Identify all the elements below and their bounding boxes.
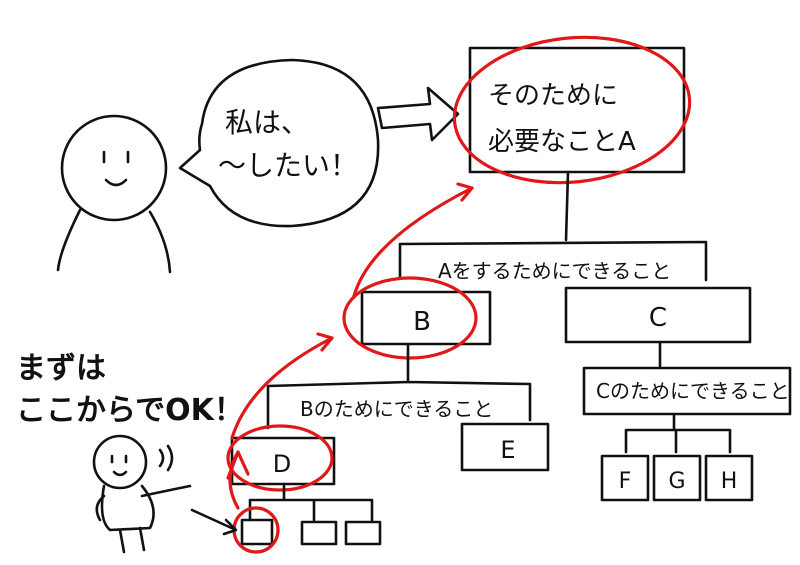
- speech-bubble: 私は、 〜したい！: [178, 58, 380, 228]
- child-box-2: [300, 520, 338, 546]
- node-c-box: [564, 286, 752, 344]
- person-eyes: [102, 150, 130, 164]
- caption-c: Cのためにできること: [596, 379, 790, 403]
- person-body: [56, 208, 172, 274]
- node-d-label: D: [273, 450, 291, 478]
- node-b-label: B: [413, 307, 431, 337]
- connector-b: [266, 342, 532, 430]
- arrow-to-goal-icon: [376, 86, 460, 142]
- node-h-label: H: [721, 469, 738, 494]
- node-c: C: [564, 286, 752, 344]
- node-f-label: F: [619, 469, 632, 494]
- node-c-label: C: [649, 303, 667, 333]
- connector-c: [624, 412, 732, 454]
- node-d: D: [226, 424, 336, 492]
- node-e-box: [460, 422, 550, 472]
- node-f-box: [600, 454, 650, 502]
- caption-c-box: [582, 366, 792, 416]
- node-b-box: [360, 290, 492, 346]
- person-head: [60, 114, 168, 222]
- node-h-box: [704, 454, 754, 502]
- speech-line-2: 〜したい！: [218, 149, 358, 182]
- node-b-highlight-circle: [342, 276, 478, 360]
- speech-line-1: 私は、: [225, 106, 309, 139]
- small-person-body: [100, 484, 155, 532]
- goal-node-a: そのために 必要なことA: [452, 35, 692, 185]
- motion-lines-icon: [158, 444, 174, 472]
- node-d-children: [232, 482, 382, 554]
- node-b: B: [342, 276, 492, 360]
- caption-a: Aをするためにできること: [438, 259, 671, 283]
- person-thinking: [56, 114, 172, 274]
- goal-line-1: そのために: [488, 81, 618, 111]
- caption-b: Bのためにできること: [300, 397, 493, 421]
- small-person-head: [92, 434, 148, 490]
- person-pointing: [92, 434, 238, 554]
- child-box-3: [344, 520, 382, 546]
- progress-arrowheads-icon: [226, 182, 474, 480]
- note-line-1: まずは: [16, 351, 106, 386]
- pointing-arrow-icon: [190, 508, 238, 536]
- goal-highlight-circle: [452, 35, 692, 185]
- node-d-highlight-circle: [226, 424, 334, 492]
- c-subtree: Cのためにできること F G H: [582, 340, 792, 502]
- goal-box: [468, 46, 686, 174]
- note-line-2: ここからでOK！: [16, 393, 244, 428]
- node-g-label: G: [668, 469, 685, 494]
- connector-a: [398, 170, 708, 282]
- small-person-face: [110, 454, 128, 477]
- speech-bubble-outline: [178, 58, 380, 228]
- start-note: まずは ここからでOK！: [16, 351, 244, 428]
- node-e-label: E: [500, 436, 515, 464]
- node-g-box: [652, 454, 702, 502]
- person-smile: [104, 178, 128, 187]
- child-box-1: [240, 518, 274, 546]
- progress-path-line: [228, 186, 474, 510]
- small-person-arm: [95, 484, 192, 522]
- small-person-legs: [118, 526, 146, 554]
- node-e: E: [460, 422, 550, 472]
- goal-line-2: 必要なことA: [488, 127, 636, 157]
